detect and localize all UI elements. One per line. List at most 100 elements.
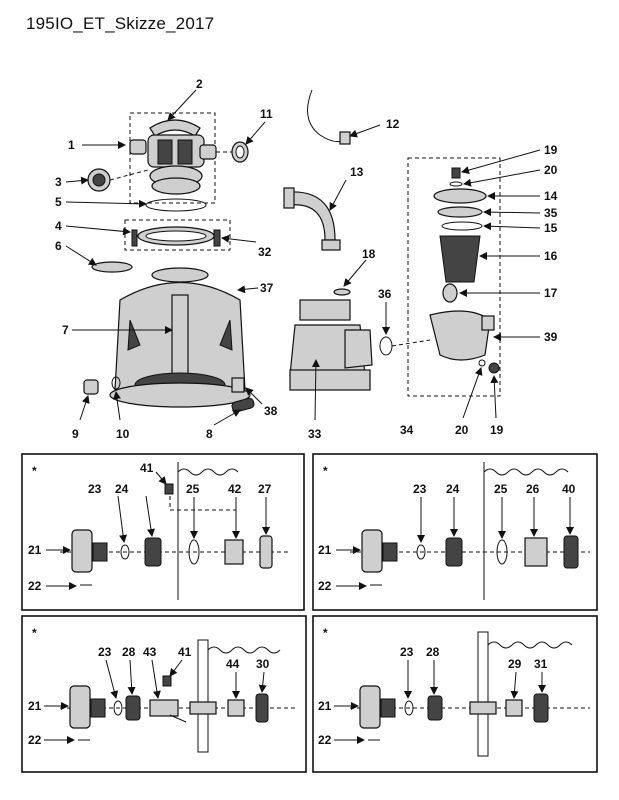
p3-label-43: 43 (143, 645, 157, 659)
o-ring-15 (441, 221, 483, 231)
plug-17 (442, 283, 458, 303)
p3-label-28: 28 (122, 645, 136, 659)
label-15: 15 (544, 221, 558, 235)
label-7: 7 (62, 323, 69, 337)
label-3: 3 (55, 175, 62, 189)
p2-label-23: 23 (413, 482, 427, 496)
clamp-ring (137, 226, 215, 246)
p4-label-29: 29 (508, 657, 522, 671)
panel-2-star: * (323, 464, 328, 478)
pump-motor-33 (289, 288, 373, 391)
label-19-top: 19 (544, 143, 558, 157)
hose-8 (231, 397, 255, 413)
multiport-valve (129, 119, 217, 195)
p3-label-41: 41 (178, 645, 192, 659)
p3-label-23: 23 (98, 645, 112, 659)
p2-label-24: 24 (446, 482, 460, 496)
union-11 (216, 141, 249, 163)
p2-label-25: 25 (494, 482, 508, 496)
p1-label-41: 41 (140, 461, 154, 475)
panel-3: * 23 28 43 41 44 30 21 22 (21, 615, 307, 773)
p2-label-26: 26 (526, 482, 540, 496)
p3-label-22: 22 (28, 733, 42, 747)
label-37: 37 (260, 281, 274, 295)
elbow-13-end (283, 187, 295, 209)
p1-label-22: 22 (28, 579, 42, 593)
label-32: 32 (258, 245, 272, 259)
label-17: 17 (544, 286, 558, 300)
elbow-13 (289, 191, 336, 241)
label-14: 14 (544, 189, 558, 203)
gauge-3 (87, 168, 149, 192)
o-ring-5 (145, 198, 207, 212)
label-19-bottom: 19 (490, 423, 504, 437)
label-35: 35 (544, 206, 558, 220)
o-ring-36 (379, 336, 393, 356)
p1-label-25: 25 (186, 482, 200, 496)
p4-label-22: 22 (318, 733, 332, 747)
p1-label-24: 24 (115, 482, 129, 496)
label-12: 12 (386, 117, 400, 131)
label-1: 1 (68, 138, 75, 152)
label-20-bottom: 20 (455, 423, 469, 437)
p1-label-42: 42 (228, 482, 242, 496)
p4-label-21: 21 (318, 699, 332, 713)
p1-label-21: 21 (28, 543, 42, 557)
panel-1-star: * (32, 464, 37, 478)
diagram-title: 195IO_ET_Skizze_2017 (26, 14, 215, 33)
label-9: 9 (72, 427, 79, 441)
panel-3-star: * (32, 626, 37, 640)
drain-cap-9 (83, 379, 99, 395)
connector-dash (391, 339, 431, 347)
p3-label-44: 44 (226, 657, 240, 671)
drain-19b (488, 362, 500, 374)
label-34: 34 (400, 423, 414, 437)
p3-label-21: 21 (28, 699, 42, 713)
screw-4 (131, 229, 138, 247)
label-39: 39 (544, 330, 558, 344)
label-36: 36 (378, 287, 392, 301)
label-20-top: 20 (544, 163, 558, 177)
p1-label-23: 23 (88, 482, 102, 496)
label-33: 33 (308, 427, 322, 441)
panel-4-star: * (323, 626, 328, 640)
p4-label-23: 23 (400, 645, 414, 659)
label-38: 38 (264, 404, 278, 418)
filter-tank (109, 267, 251, 408)
elbow-13-base (321, 239, 341, 251)
strainer-housing-39 (429, 310, 495, 361)
label-13: 13 (350, 165, 364, 179)
p4-label-31: 31 (534, 657, 548, 671)
hose-12 (307, 89, 346, 143)
lid-knob-19 (451, 167, 461, 179)
nut-32 (213, 229, 221, 247)
label-2: 2 (196, 77, 203, 91)
label-10: 10 (116, 427, 130, 441)
washer-20b (478, 359, 486, 367)
p2-label-40: 40 (562, 482, 576, 496)
washer-20 (449, 181, 463, 187)
panel-2: * 23 24 25 26 40 21 22 (312, 453, 598, 611)
label-18: 18 (362, 247, 376, 261)
lid-insert-35 (437, 206, 483, 218)
label-16: 16 (544, 249, 558, 263)
o-ring-10 (111, 376, 121, 390)
p2-label-22: 22 (318, 579, 332, 593)
lid-14 (433, 188, 487, 204)
hose-12-end (339, 131, 351, 145)
basket-16 (439, 235, 481, 283)
label-8: 8 (206, 427, 213, 441)
panel-4: * 23 28 29 31 21 22 (312, 615, 598, 773)
label-6: 6 (55, 239, 62, 253)
p1-label-27: 27 (258, 482, 272, 496)
bracket-38 (231, 377, 245, 393)
strainer-group-frame (407, 157, 501, 397)
p3-label-30: 30 (256, 657, 270, 671)
label-5: 5 (55, 195, 62, 209)
label-11: 11 (260, 107, 273, 121)
gasket-6 (91, 261, 133, 273)
panel-1: * 41 23 24 25 42 27 21 22 (21, 453, 305, 611)
label-4: 4 (55, 219, 62, 233)
p2-label-21: 21 (318, 543, 332, 557)
